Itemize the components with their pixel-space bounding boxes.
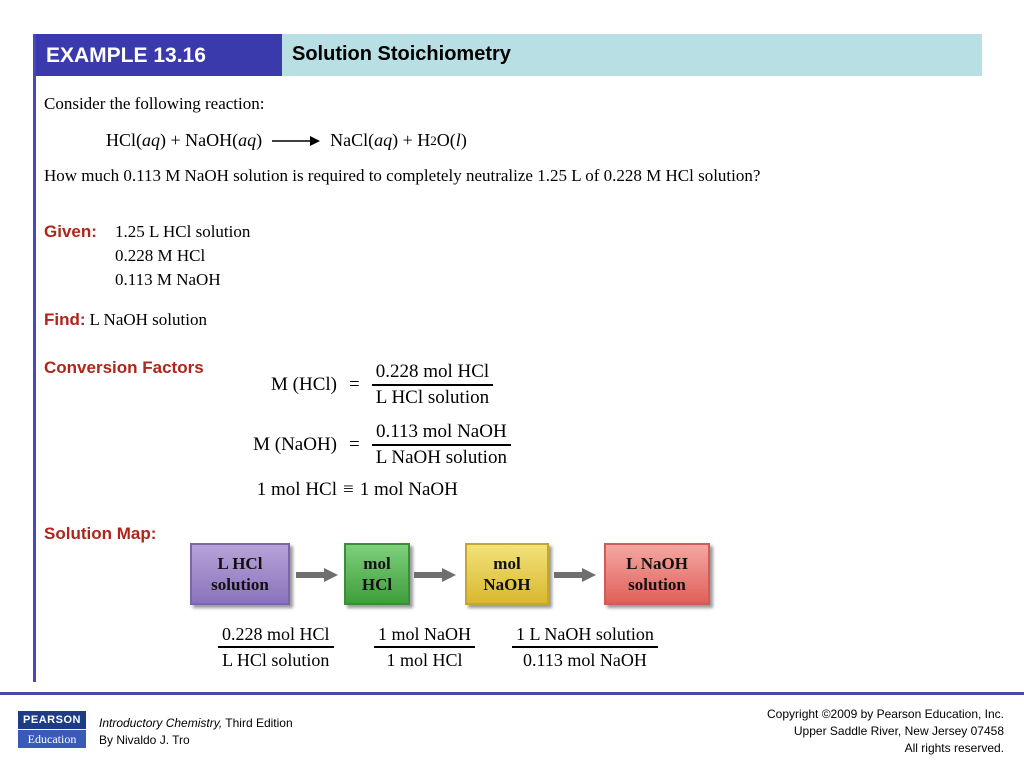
fraction-bar [512,646,658,648]
fraction-denominator: L HCl solution [375,386,490,408]
equivalence-lhs: 1 mol HCl [256,479,337,500]
pearson-logo-bottom: Education [18,730,86,748]
reaction-close3: ) [460,130,467,150]
conversion-factor-naoh: M (NaOH) = 0.113 mol NaOH L NaOH solutio… [232,420,511,470]
reaction-arrow-icon [272,135,321,146]
pearson-logo-top: PEARSON [18,711,86,729]
left-accent-rule [33,34,36,682]
fraction-denominator: L NaOH solution [375,446,507,468]
footer-copyright: Copyright ©2009 by Pearson Education, In… [767,707,1004,721]
topic-title: Solution Stoichiometry [292,43,511,65]
footer-author: By Nivaldo J. Tro [99,733,190,747]
fraction-numerator: 1 mol NaOH [378,624,471,644]
step-fraction-1: 0.228 mol HCl L HCl solution [218,622,334,672]
given-item: 0.228 M HCl [115,246,206,265]
conversion-factor-hcl: M (HCl) = 0.228 mol HCl L HCl solution [232,360,494,410]
fraction-denominator: 0.113 mol NaOH [523,649,647,670]
factor-lhs: M (NaOH) [253,433,337,455]
fraction-numerator: 0.113 mol NaOH [375,421,507,442]
example-label: EXAMPLE 13.16 [46,44,206,67]
factor-fraction: 0.113 mol NaOH L NaOH solution [371,420,511,470]
fraction-numerator: 0.228 mol HCl [375,361,490,382]
fraction-denominator: 1 mol HCl [386,649,463,670]
footer-book-line: Introductory Chemistry, Third Edition [99,716,293,730]
fraction-bar [374,646,475,648]
reaction-subscript: 2 [430,132,437,148]
step-fraction-2: 1 mol NaOH 1 mol HCl [374,622,475,672]
problem-question: How much 0.113 M NaOH solution is requir… [44,166,761,185]
given-item: 0.113 M NaOH [115,270,221,289]
footer-edition: Third Edition [222,716,293,730]
factor-equals: = [349,373,360,395]
factor-lhs: M (HCl) [271,373,337,395]
map-arrow-icon [554,568,596,582]
conversion-factors-label: Conversion Factors [44,358,204,377]
footer-rights: All rights reserved. [904,741,1004,755]
solution-map-label: Solution Map: [44,524,157,543]
fraction-numerator: 0.228 mol HCl [222,624,330,644]
map-box-line: mol [493,554,521,573]
reaction-liquid: l [455,130,461,150]
fraction-denominator: L HCl solution [222,649,330,670]
reaction-close2: ) [256,130,263,150]
equivalence-rhs: 1 mol NaOH [359,479,458,500]
find-label: Find: [44,310,86,329]
map-box-line: solution [628,575,686,594]
footer-rule [0,692,1024,695]
footer-book-title: Introductory Chemistry, [99,716,223,730]
map-arrow-icon [414,568,456,582]
fraction-bar [371,444,511,446]
equivalence-row: 1 mol HCl ≡ 1 mol NaOH [232,479,458,501]
map-box-line: mol [363,554,391,573]
footer-address: Upper Saddle River, New Jersey 07458 [793,724,1004,738]
example-header-box [36,34,282,76]
map-box-line: L NaOH [626,554,688,573]
map-box-line: solution [211,575,269,594]
reaction-nacl: NaCl( [330,130,375,150]
reaction-hcl: HCl( [106,130,142,150]
map-box-line: L HCl [217,554,263,573]
reaction-aq2: aq [238,130,257,150]
reaction-plus1: ) + NaOH( [160,130,239,150]
reaction-aq3: aq [374,130,393,150]
find-row: Find: L NaOH solution [44,310,207,330]
given-item: 1.25 L HCl solution [115,222,251,241]
fraction-bar [371,384,494,386]
topic-header-box [282,34,982,76]
reaction-plus2: ) + H [392,130,431,150]
fraction-bar [218,646,334,648]
given-label: Given: [44,222,97,241]
step-fraction-3: 1 L NaOH solution 0.113 mol NaOH [512,622,658,672]
fraction-numerator: 1 L NaOH solution [516,624,654,644]
map-box-line: NaOH [483,575,531,594]
equivalence-sign: ≡ [343,479,354,500]
factor-equals: = [349,433,360,455]
map-box-l-hcl-solution: L HCl solution [190,543,290,605]
map-box-line: HCl [361,575,393,594]
reaction-aq1: aq [142,130,160,150]
problem-intro: Consider the following reaction: [44,94,265,113]
map-arrow-icon [296,568,338,582]
factor-fraction: 0.228 mol HCl L HCl solution [371,360,494,410]
find-value: L NaOH solution [89,310,207,329]
map-box-l-naoh-solution: L NaOH solution [604,543,710,605]
reaction-water: O( [436,130,456,150]
